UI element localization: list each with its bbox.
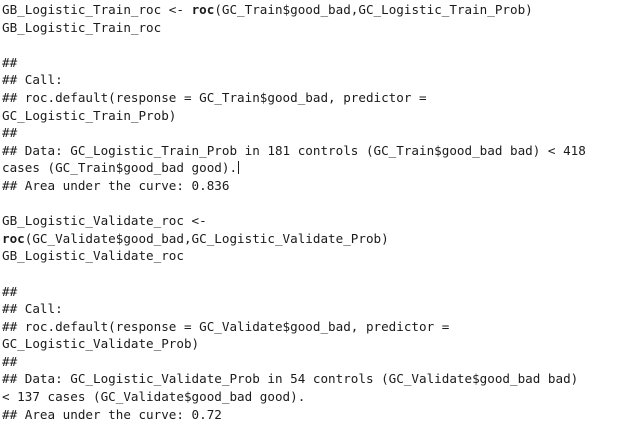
line-text: GC_Logistic_Validate_Prob) bbox=[2, 336, 200, 352]
output-line: GB_Logistic_Train_roc bbox=[2, 19, 623, 37]
line-text: ## roc.default(response = GC_Train$good_… bbox=[2, 89, 427, 105]
output-line: ## bbox=[2, 54, 623, 72]
output-line: ## Data: GC_Logistic_Train_Prob in 181 c… bbox=[2, 142, 623, 160]
code-line: roc(GC_Validate$good_bad,GC_Logistic_Val… bbox=[2, 230, 623, 248]
output-line: ## bbox=[2, 353, 623, 371]
output-line: ## Area under the curve: 0.836 bbox=[2, 177, 623, 195]
line-text: GC_Logistic_Train_Prob) bbox=[2, 107, 177, 123]
output-line: ## roc.default(response = GC_Train$good_… bbox=[2, 89, 623, 107]
output-line: ## Call: bbox=[2, 71, 623, 89]
code-line: GB_Logistic_Train_roc <- roc(GC_Train$go… bbox=[2, 1, 623, 19]
output-line: GC_Logistic_Train_Prob) bbox=[2, 107, 623, 125]
code-arguments: (GC_Validate$good_bad,GC_Logistic_Valida… bbox=[24, 230, 389, 246]
text-cursor bbox=[238, 161, 240, 175]
line-text: cases (GC_Train$good_bad good). bbox=[2, 160, 238, 176]
output-line: GC_Logistic_Validate_Prob) bbox=[2, 335, 623, 353]
output-line: cases (GC_Train$good_bad good). bbox=[2, 159, 623, 177]
line-text: ## bbox=[2, 283, 18, 299]
line-text: ## bbox=[2, 125, 18, 141]
line-text: GB_Logistic_Validate_roc bbox=[2, 248, 184, 264]
blank-line bbox=[2, 265, 623, 283]
output-line: ## Call: bbox=[2, 300, 623, 318]
output-line: GB_Logistic_Validate_roc bbox=[2, 247, 623, 265]
line-text: ## Data: GC_Logistic_Train_Prob in 181 c… bbox=[2, 142, 586, 158]
line-text: GB_Logistic_Train_roc bbox=[2, 19, 162, 35]
output-line: GB_Logistic_Validate_roc <- bbox=[2, 212, 623, 230]
line-text: ## bbox=[2, 54, 18, 70]
function-name: roc bbox=[2, 230, 25, 246]
line-text: GB_Logistic_Validate_roc <- bbox=[2, 213, 207, 229]
line-text: ## Area under the curve: 0.72 bbox=[2, 406, 222, 422]
code-arguments: (GC_Train$good_bad,GC_Logistic_Train_Pro… bbox=[214, 2, 533, 17]
blank-line bbox=[2, 36, 623, 54]
output-line: ## roc.default(response = GC_Validate$go… bbox=[2, 318, 623, 336]
line-text: ## roc.default(response = GC_Validate$go… bbox=[2, 318, 450, 334]
line-text: ## Call: bbox=[2, 72, 63, 88]
code-prefix: GB_Logistic_Train_roc <- bbox=[2, 2, 192, 17]
function-name: roc bbox=[191, 2, 215, 17]
line-text: ## Area under the curve: 0.836 bbox=[2, 177, 230, 193]
output-line: ## bbox=[2, 124, 623, 142]
output-line: ## bbox=[2, 283, 623, 301]
line-text: < 137 cases (GC_Validate$good_bad good). bbox=[2, 389, 306, 405]
blank-line bbox=[2, 195, 623, 213]
line-text: ## Call: bbox=[2, 301, 63, 317]
line-text: ## Data: GC_Logistic_Validate_Prob in 54… bbox=[2, 371, 579, 387]
output-line: ## Data: GC_Logistic_Validate_Prob in 54… bbox=[2, 370, 623, 388]
output-line: ## Area under the curve: 0.72 bbox=[2, 406, 623, 423]
output-line: < 137 cases (GC_Validate$good_bad good). bbox=[2, 388, 623, 406]
line-text: ## bbox=[2, 353, 18, 369]
